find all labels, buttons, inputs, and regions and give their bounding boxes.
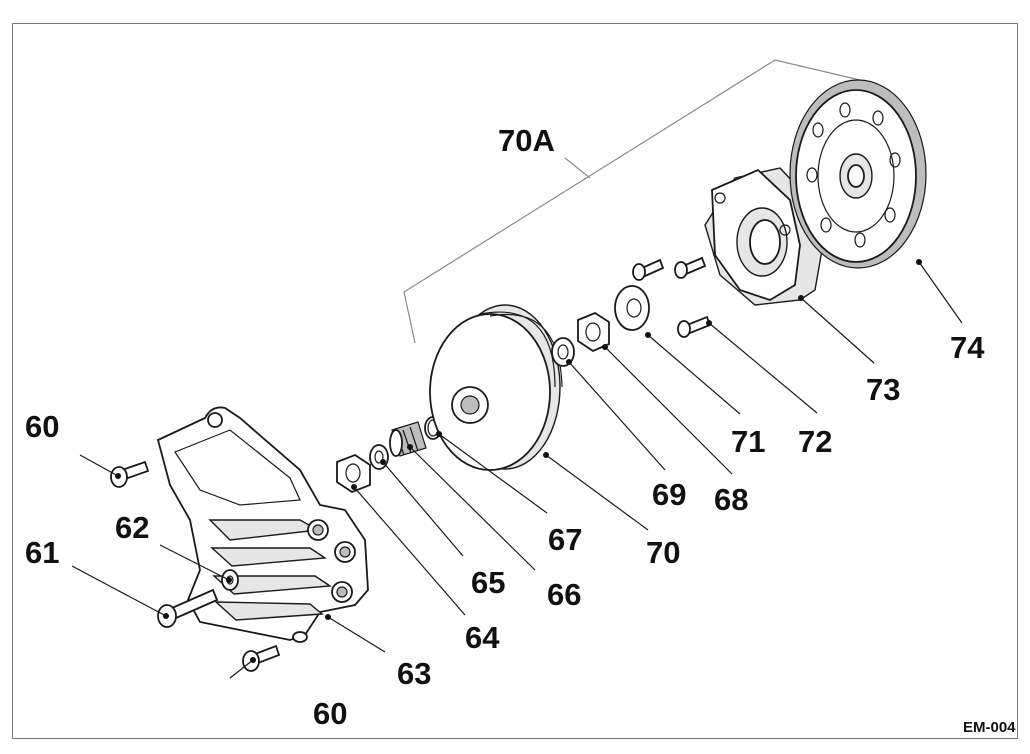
callout-70: 70 [646, 535, 680, 570]
needle-bearing-66 [389, 421, 427, 457]
callout-69: 69 [652, 477, 686, 512]
leader-lines [71, 259, 963, 679]
callout-74: 74 [950, 330, 985, 365]
callout-labels: 70A 60 60 61 62 63 64 65 66 67 70 69 68 … [25, 123, 1016, 736]
bolt-60-bottom [242, 644, 281, 672]
callout-60-bottom: 60 [313, 696, 347, 731]
bolt-60-top [110, 460, 150, 488]
washer-69 [551, 337, 575, 367]
callout-68: 68 [714, 482, 748, 517]
callout-71: 71 [731, 424, 765, 459]
callout-72: 72 [798, 424, 832, 459]
callout-65: 65 [471, 565, 505, 600]
screw-72-b [674, 256, 707, 279]
callout-60-top: 60 [25, 409, 59, 444]
callout-66: 66 [547, 577, 581, 612]
group-label-70a: 70A [498, 123, 555, 158]
screw-72-c [677, 315, 712, 338]
callout-61: 61 [25, 535, 59, 570]
drawing-frame [12, 23, 1018, 739]
callout-67: 67 [548, 522, 582, 557]
clutch-bell-70 [429, 304, 563, 471]
engine-housing [156, 406, 369, 643]
callout-62: 62 [115, 510, 149, 545]
screw-72-a [632, 258, 665, 281]
callout-64: 64 [465, 620, 500, 655]
washer-71 [614, 285, 650, 331]
callout-73: 73 [866, 372, 900, 407]
drawing-code: EM-004 [963, 719, 1016, 736]
callout-63: 63 [397, 656, 431, 691]
assembly-bracket-70a [403, 59, 861, 344]
nut-64 [336, 453, 371, 494]
nut-68 [577, 311, 610, 353]
starter-gear-74 [789, 79, 927, 269]
